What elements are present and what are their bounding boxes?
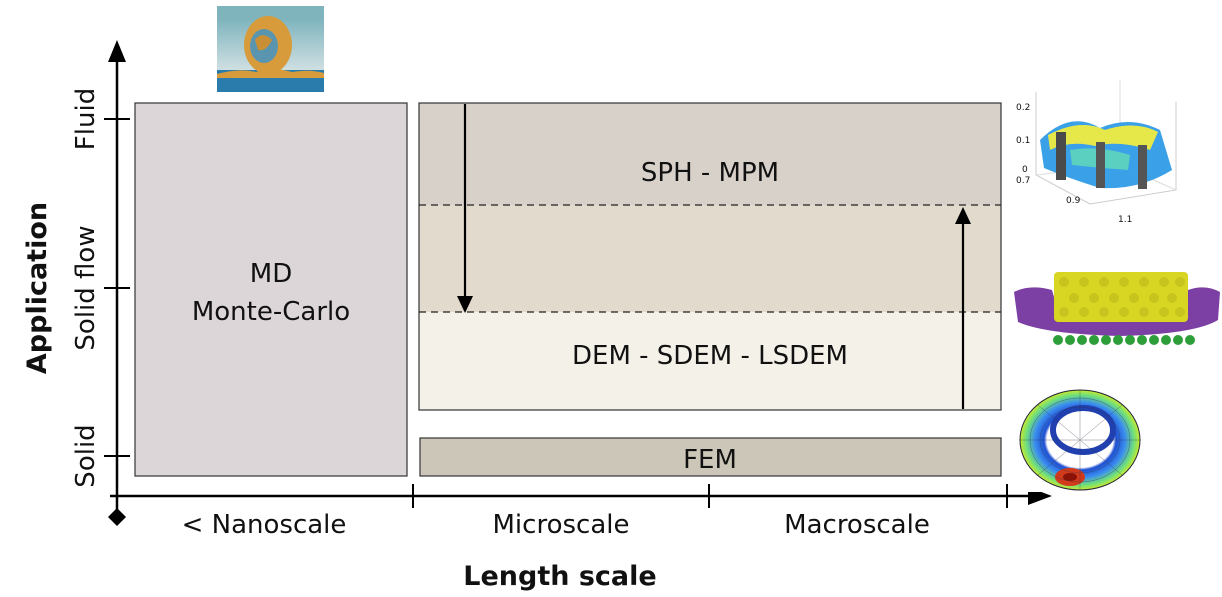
x-label-macroscale: Macroscale bbox=[784, 510, 930, 540]
sph-down-arrow-head bbox=[457, 296, 473, 313]
dem-up-arrow-head bbox=[955, 207, 971, 224]
fem-region bbox=[419, 437, 1002, 477]
x-axis-title: Length scale bbox=[463, 561, 656, 592]
x-label-microscale: Microscale bbox=[493, 510, 630, 540]
x-label-nanoscale: < Nanoscale bbox=[182, 510, 347, 540]
y-axis-title: Application bbox=[22, 202, 53, 374]
monte-carlo-label: Monte-Carlo bbox=[192, 297, 350, 327]
svg-text:1.1: 1.1 bbox=[1118, 215, 1132, 225]
dem-label: DEM - SDEM - LSDEM bbox=[572, 341, 848, 371]
y-label-fluid: Fluid bbox=[71, 88, 101, 150]
y-axis-arrowhead bbox=[108, 40, 126, 62]
fem-torus-image bbox=[1015, 380, 1147, 492]
y-label-solid: Solid bbox=[71, 424, 101, 487]
sph-mpm-region bbox=[419, 103, 1001, 205]
granular-particles-image bbox=[1013, 268, 1221, 346]
droplet-simulation-image bbox=[217, 6, 324, 92]
dem-region bbox=[419, 312, 1001, 410]
micro-macro-box bbox=[418, 102, 1002, 411]
svg-text:0.1: 0.1 bbox=[1016, 136, 1030, 146]
svg-text:0.2: 0.2 bbox=[1016, 103, 1030, 113]
md-region bbox=[134, 102, 408, 477]
fem-label: FEM bbox=[683, 445, 737, 475]
svg-text:0.7: 0.7 bbox=[1016, 176, 1030, 186]
svg-text:0: 0 bbox=[1022, 165, 1028, 175]
y-label-solid-flow: Solid flow bbox=[71, 225, 101, 350]
origin-diamond bbox=[108, 508, 126, 526]
fluid-3d-plot-image: 0.2 0.1 0 0.7 0.9 1.1 bbox=[1012, 73, 1184, 225]
svg-text:0.9: 0.9 bbox=[1066, 196, 1081, 206]
md-label: MD bbox=[250, 259, 292, 289]
overlap-region bbox=[419, 205, 1001, 312]
sph-mpm-label: SPH - MPM bbox=[641, 158, 779, 188]
